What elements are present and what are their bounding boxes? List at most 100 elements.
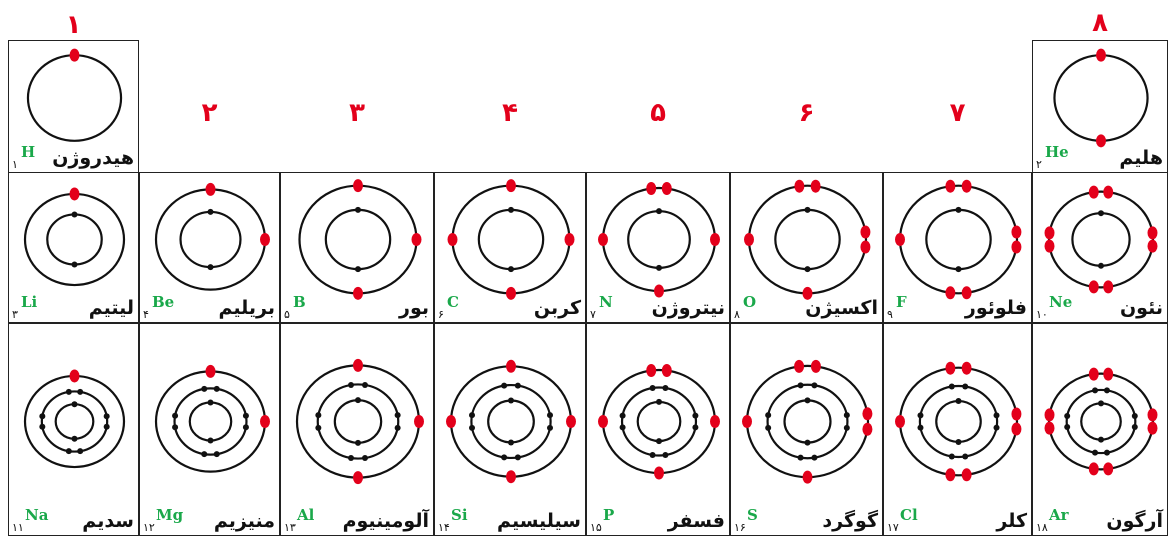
- valence-electron: [1088, 462, 1099, 476]
- inner-electron: [207, 208, 214, 215]
- element-name: اکسیژن: [805, 297, 878, 319]
- electron-shell: [154, 370, 267, 473]
- inner-electron: [948, 383, 955, 390]
- element-name: نیتروژن: [651, 297, 725, 319]
- valence-electron: [945, 361, 956, 375]
- inner-electron: [955, 206, 962, 213]
- inner-electron: [993, 412, 1000, 419]
- electron-shell: [1047, 372, 1155, 471]
- element-name: فلوئور: [964, 297, 1027, 319]
- valence-electron: [744, 233, 754, 246]
- inner-electron: [501, 382, 508, 389]
- electron-shell: [745, 364, 870, 479]
- element-symbol: Ar: [1049, 506, 1069, 524]
- electron-shell: [601, 368, 717, 475]
- bohr-model: [23, 369, 126, 469]
- inner-electron: [355, 266, 361, 273]
- bohr-model: [154, 364, 270, 473]
- inner-electron: [649, 385, 656, 392]
- atomic-number: ۱۸: [1036, 521, 1048, 534]
- element-name: آلومینیوم: [342, 510, 429, 532]
- inner-electron: [361, 454, 368, 461]
- valence-electron: [860, 225, 871, 239]
- inner-electron: [394, 424, 401, 431]
- inner-electron: [71, 261, 78, 268]
- valence-electron: [961, 179, 972, 193]
- valence-electron: [1011, 240, 1022, 254]
- electron-shell: [774, 208, 841, 271]
- valence-electron: [646, 363, 657, 377]
- bohr-model: [298, 179, 422, 300]
- inner-electron: [1131, 413, 1138, 420]
- valence-electron: [654, 466, 664, 480]
- inner-electron: [662, 451, 669, 458]
- valence-electron: [1044, 421, 1055, 435]
- atomic-number: ۱۶: [734, 521, 746, 534]
- atomic-number: ۵: [284, 308, 290, 321]
- element-name: منیزیم: [213, 510, 275, 532]
- inner-electron: [962, 453, 969, 460]
- inner-electron: [1098, 436, 1104, 443]
- inner-electron: [103, 413, 110, 420]
- atomic-number: ۱۴: [438, 521, 450, 534]
- valence-electron: [1147, 421, 1158, 435]
- bohr-model: [295, 358, 424, 485]
- group-label-8: ۸: [1092, 8, 1108, 38]
- inner-electron: [656, 438, 662, 445]
- electron-shell: [23, 374, 126, 469]
- valence-electron: [353, 358, 363, 372]
- valence-electron: [961, 361, 972, 375]
- electron-shell: [1071, 212, 1131, 267]
- valence-electron: [69, 48, 80, 62]
- electron-shell: [188, 401, 233, 442]
- inner-electron: [1103, 449, 1110, 456]
- valence-electron: [895, 233, 905, 246]
- inner-electron: [65, 388, 72, 395]
- valence-electron: [1088, 185, 1099, 199]
- valence-electron: [862, 422, 873, 436]
- atomic-number: ۱۱: [12, 521, 24, 534]
- electron-shell: [918, 384, 999, 459]
- bohr-model: [23, 187, 126, 287]
- inner-electron: [662, 385, 669, 392]
- valence-electron: [710, 415, 720, 428]
- element-name: بریلیم: [218, 297, 276, 319]
- valence-electron: [1103, 367, 1114, 381]
- valence-electron: [945, 179, 956, 193]
- element-symbol: C: [447, 293, 459, 311]
- electron-shell: [935, 399, 982, 444]
- valence-electron: [506, 179, 516, 193]
- electron-shell: [298, 184, 418, 295]
- electron-shell: [26, 54, 123, 142]
- element-name: سدیم: [82, 510, 134, 532]
- element-symbol: Cl: [900, 506, 918, 524]
- element-symbol: Al: [297, 506, 315, 524]
- inner-electron: [804, 397, 811, 404]
- inner-electron: [71, 401, 78, 408]
- element-name: هلیم: [1119, 147, 1163, 169]
- element-symbol: Be: [152, 293, 175, 311]
- electron-shell: [627, 210, 691, 269]
- inner-electron: [201, 385, 208, 392]
- electron-shell: [620, 386, 698, 457]
- element-name: بور: [399, 297, 429, 319]
- bohr-model: [742, 359, 873, 484]
- valence-electron: [598, 415, 608, 428]
- valence-electron: [69, 187, 80, 201]
- inner-electron: [843, 412, 850, 419]
- inner-electron: [501, 454, 508, 461]
- valence-electron: [411, 233, 422, 246]
- atomic-number: ۱۳: [284, 521, 296, 534]
- group-label-4: ۴: [502, 98, 518, 128]
- electron-shell: [470, 383, 552, 460]
- inner-electron: [797, 454, 804, 461]
